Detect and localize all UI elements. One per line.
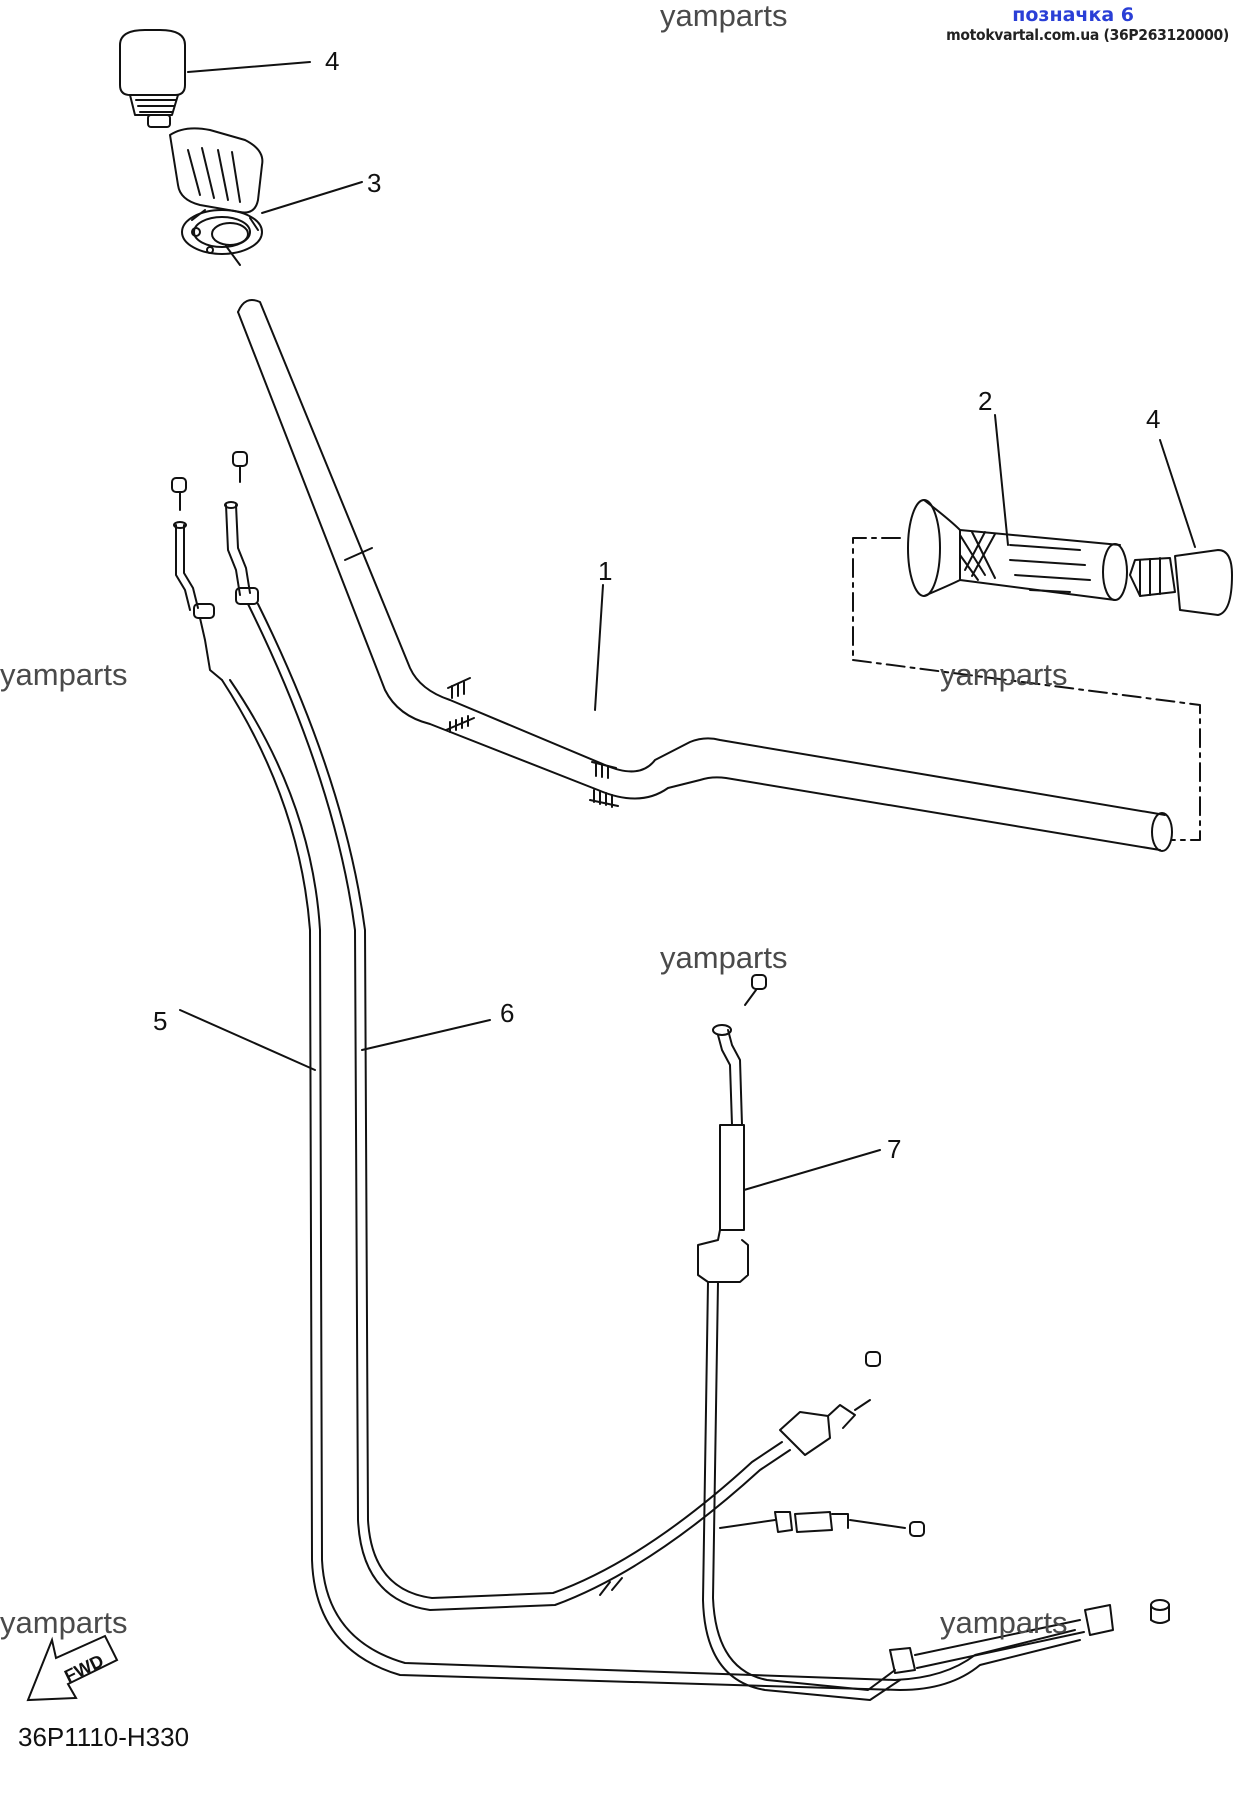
fwd-arrow: FWD <box>26 1634 119 1702</box>
callout-cable-7: 7 <box>887 1134 901 1164</box>
leader-lines <box>179 61 1196 1191</box>
watermark-right-bottom: yamparts <box>940 1605 1068 1640</box>
callout-handlebar: 1 <box>598 556 612 586</box>
watermark-right-mid: yamparts <box>940 657 1068 692</box>
callout-grip-left: 2 <box>978 386 992 416</box>
handlebar <box>237 299 1173 852</box>
callout-end-weight-right: 4 <box>1146 404 1160 434</box>
watermark-left-bottom: yamparts <box>0 1605 128 1640</box>
end-weight-right <box>1129 549 1233 616</box>
watermark-center: yamparts <box>660 940 788 975</box>
watermark-top: yamparts <box>660 0 788 33</box>
site-reference: motokvartal.com.ua (36P263120000) <box>946 26 1229 44</box>
knurled-section-upper <box>445 677 475 733</box>
cable-6 <box>224 451 791 1611</box>
tag-label: позначка 6 <box>1012 4 1134 26</box>
callout-cable-5: 5 <box>153 1006 167 1036</box>
end-weight-top <box>119 29 186 128</box>
callout-end-weight-top: 4 <box>325 46 339 76</box>
handlebar-grip-left <box>907 499 1128 601</box>
cable-end-fittings <box>719 1351 925 1537</box>
cable-7 <box>697 974 1170 1701</box>
cable-5 <box>171 477 1081 1691</box>
diagram-code: 36P1110-H330 <box>18 1722 190 1752</box>
callout-cable-6: 6 <box>500 998 514 1028</box>
header-tag: позначка 6 motokvartal.com.ua (36P263120… <box>946 4 1229 44</box>
watermark-left-mid: yamparts <box>0 657 128 692</box>
knurled-section-lower <box>589 761 619 808</box>
callout-throttle-grip: 3 <box>367 168 381 198</box>
throttle-grip <box>169 127 264 255</box>
